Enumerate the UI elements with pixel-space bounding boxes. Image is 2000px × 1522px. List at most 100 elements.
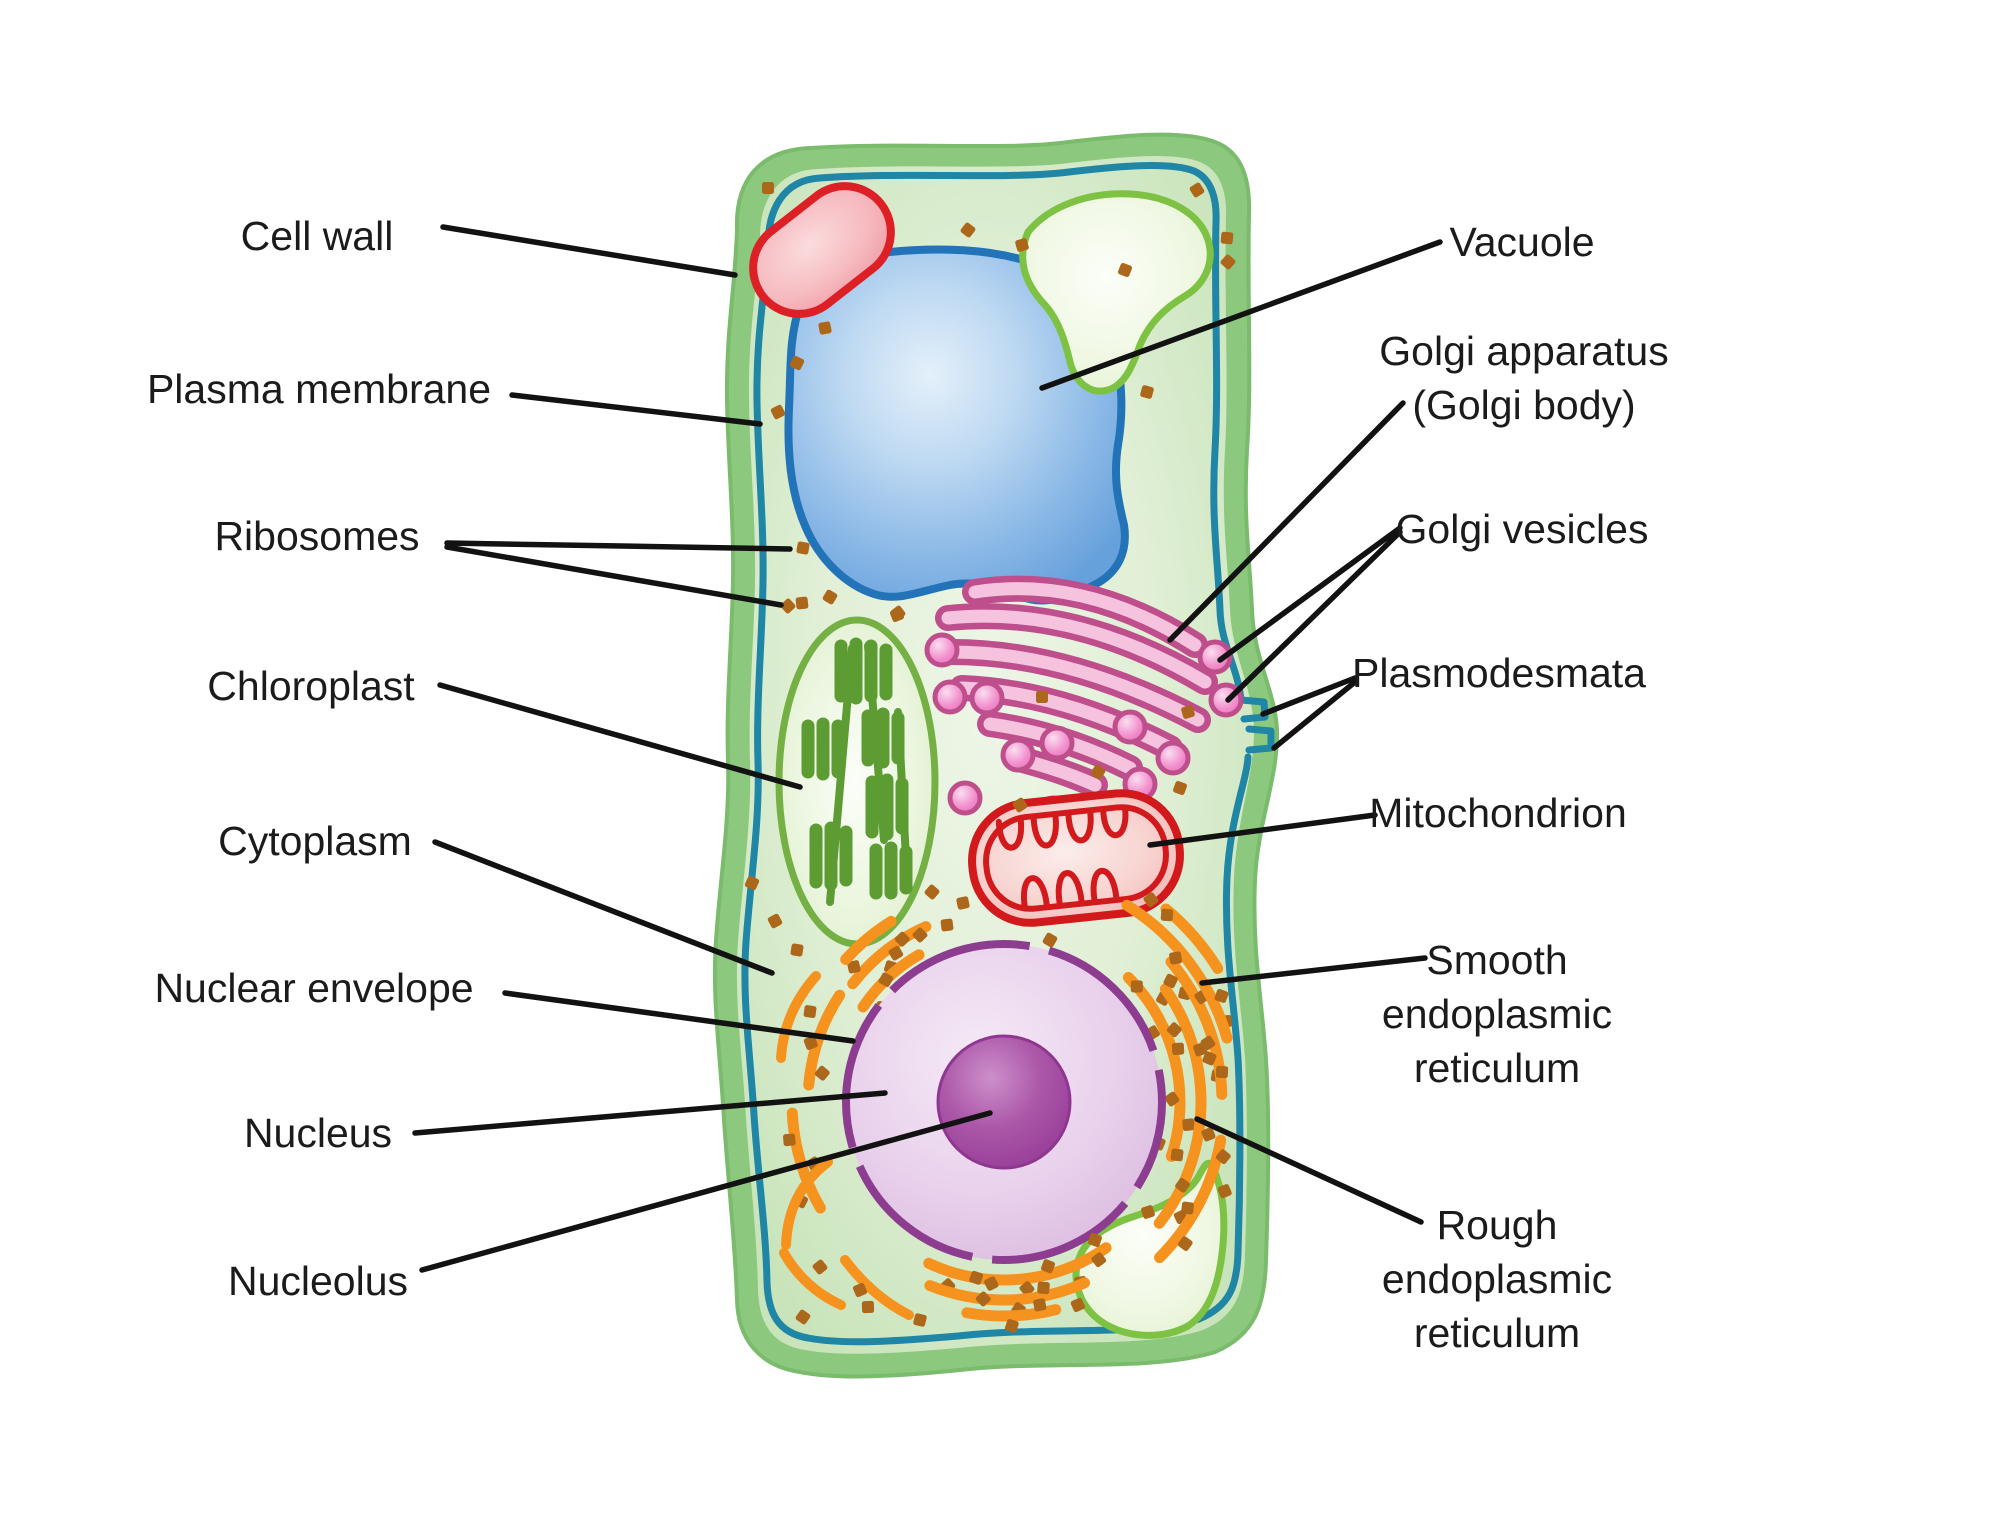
er-arc <box>924 1277 1091 1306</box>
er-arc <box>786 1107 826 1214</box>
golgi-vesicle <box>924 632 960 668</box>
leader-nuclear-envelope <box>502 990 856 1044</box>
ribosome-dot <box>789 355 805 371</box>
label-smooth-er-line3: reticulum <box>1413 1045 1581 1092</box>
golgi-vesicle <box>1000 737 1036 773</box>
golgi-vesicle <box>1155 740 1191 776</box>
ribosome-dot <box>1019 1281 1035 1297</box>
ribosome-dot <box>803 1035 818 1050</box>
ribosome-dot <box>1091 1252 1107 1268</box>
er-arc <box>961 1304 1062 1322</box>
ribosome-dot <box>847 960 861 974</box>
ribosome-dot <box>1160 908 1174 922</box>
ribosome-dot <box>890 605 906 621</box>
ribosome-dot <box>812 1259 828 1275</box>
ribosome-dot <box>1181 1201 1194 1215</box>
ribosome-dot <box>894 931 910 947</box>
ribosome-dot <box>913 1313 927 1327</box>
label-ribosomes: Ribosomes <box>214 512 420 559</box>
ribosome-dot <box>1015 238 1029 252</box>
leader-plasmodesmata-1 <box>1260 675 1358 717</box>
ribosome-dot <box>1012 797 1028 813</box>
ribosome-dot <box>878 972 894 987</box>
label-smooth-er-line1: Smooth <box>1426 936 1568 983</box>
label-golgi-line1: Golgi apparatus <box>1379 327 1669 374</box>
ribosome-dot <box>1070 1297 1085 1313</box>
er-arc <box>1153 983 1207 1229</box>
ribosome-dot <box>796 541 810 555</box>
ribosome-dot <box>861 1300 875 1314</box>
ribosome-dot <box>1170 1148 1184 1162</box>
ribosome-dot <box>1033 1298 1047 1312</box>
nucleolus <box>936 1034 1072 1170</box>
leader-cell-wall <box>440 224 738 278</box>
ribosome-dot <box>912 927 928 943</box>
ribosome-dot <box>1175 1177 1190 1193</box>
golgi-vesicle <box>1197 639 1233 675</box>
ribosomes <box>744 182 1236 1327</box>
ribosome-dot <box>1181 705 1195 719</box>
ribosome-dot <box>1130 980 1143 993</box>
ribosome-dot <box>1200 1035 1216 1051</box>
label-plasmodesmata: Plasmodesmata <box>1352 649 1646 696</box>
golgi-vesicle <box>969 680 1005 716</box>
ribosome-dot <box>1088 1233 1102 1247</box>
ribosome-dot <box>770 404 786 420</box>
leader-vacuole <box>1039 239 1443 391</box>
er-arc <box>1122 972 1186 1162</box>
leader-nucleolus <box>419 1110 993 1273</box>
ribosome-dot <box>1117 262 1133 278</box>
ribosome-dot <box>1217 1184 1232 1199</box>
label-cell-wall: Cell wall <box>240 212 394 259</box>
leader-golgi-vesicle-2 <box>1225 529 1403 703</box>
leader-golgi-vesicle-1 <box>1217 525 1403 663</box>
leader-nucleus <box>412 1090 888 1136</box>
er-arc <box>923 1242 1112 1286</box>
leader-plasma-membrane <box>509 392 763 427</box>
ribosome-dot <box>1189 182 1205 198</box>
er-arc <box>1165 956 1228 1100</box>
ribosome-dot <box>924 884 940 900</box>
leader-rough-er <box>1194 1116 1424 1225</box>
ribosome-dot <box>1182 1118 1195 1132</box>
ribosome-dot <box>1173 781 1187 795</box>
label-mitochondrion: Mitochondrion <box>1369 789 1627 836</box>
ribosome-dot <box>888 945 904 961</box>
label-smooth-er-line2: endoplasmic <box>1381 990 1613 1037</box>
leader-cytoplasm <box>432 839 775 976</box>
ribosome-dot <box>795 596 809 610</box>
ribosome-dot <box>790 943 804 957</box>
ribosome-dot <box>744 875 760 891</box>
ribosome-dot <box>852 1282 868 1298</box>
ribosome-dot <box>1169 951 1183 965</box>
ribosome-dot <box>818 321 832 335</box>
label-golgi-line2: (Golgi body) <box>1412 382 1636 428</box>
leader-mitochondrion <box>1147 812 1378 848</box>
label-chloroplast: Chloroplast <box>207 662 415 709</box>
mitochondrion <box>968 789 1184 927</box>
ribosome-dot <box>969 1270 984 1285</box>
label-cytoplasm: Cytoplasm <box>218 817 412 864</box>
ribosome-dot <box>1163 973 1178 989</box>
ribosome-dot <box>1042 932 1058 948</box>
ribosome-dot <box>803 1005 817 1019</box>
ribosome-dot <box>783 1133 796 1147</box>
ribosome-dot <box>1171 1042 1185 1055</box>
ribosome-dot <box>814 1065 830 1081</box>
label-vacuole: Vacuole <box>1449 218 1595 265</box>
ribosome-dot <box>1177 1236 1193 1251</box>
leader-lines <box>412 224 1443 1273</box>
ribosome-dot <box>822 589 838 605</box>
ribosome-dot <box>1215 1149 1231 1165</box>
er-free-arcs <box>776 971 914 1320</box>
ribosome-dot <box>1220 231 1234 245</box>
ribosome-dot <box>1004 1318 1019 1333</box>
label-nucleolus: Nucleolus <box>227 1257 409 1304</box>
ribosome-dot <box>762 182 774 194</box>
label-rough-er-line2: endoplasmic <box>1381 1255 1613 1302</box>
label-plasma-membrane: Plasma membrane <box>146 365 492 412</box>
ribosome-dot <box>1164 1091 1180 1107</box>
label-smooth-er: Smooth endoplasmic reticulum <box>1382 933 1612 1095</box>
ribosome-dot <box>975 1291 991 1307</box>
